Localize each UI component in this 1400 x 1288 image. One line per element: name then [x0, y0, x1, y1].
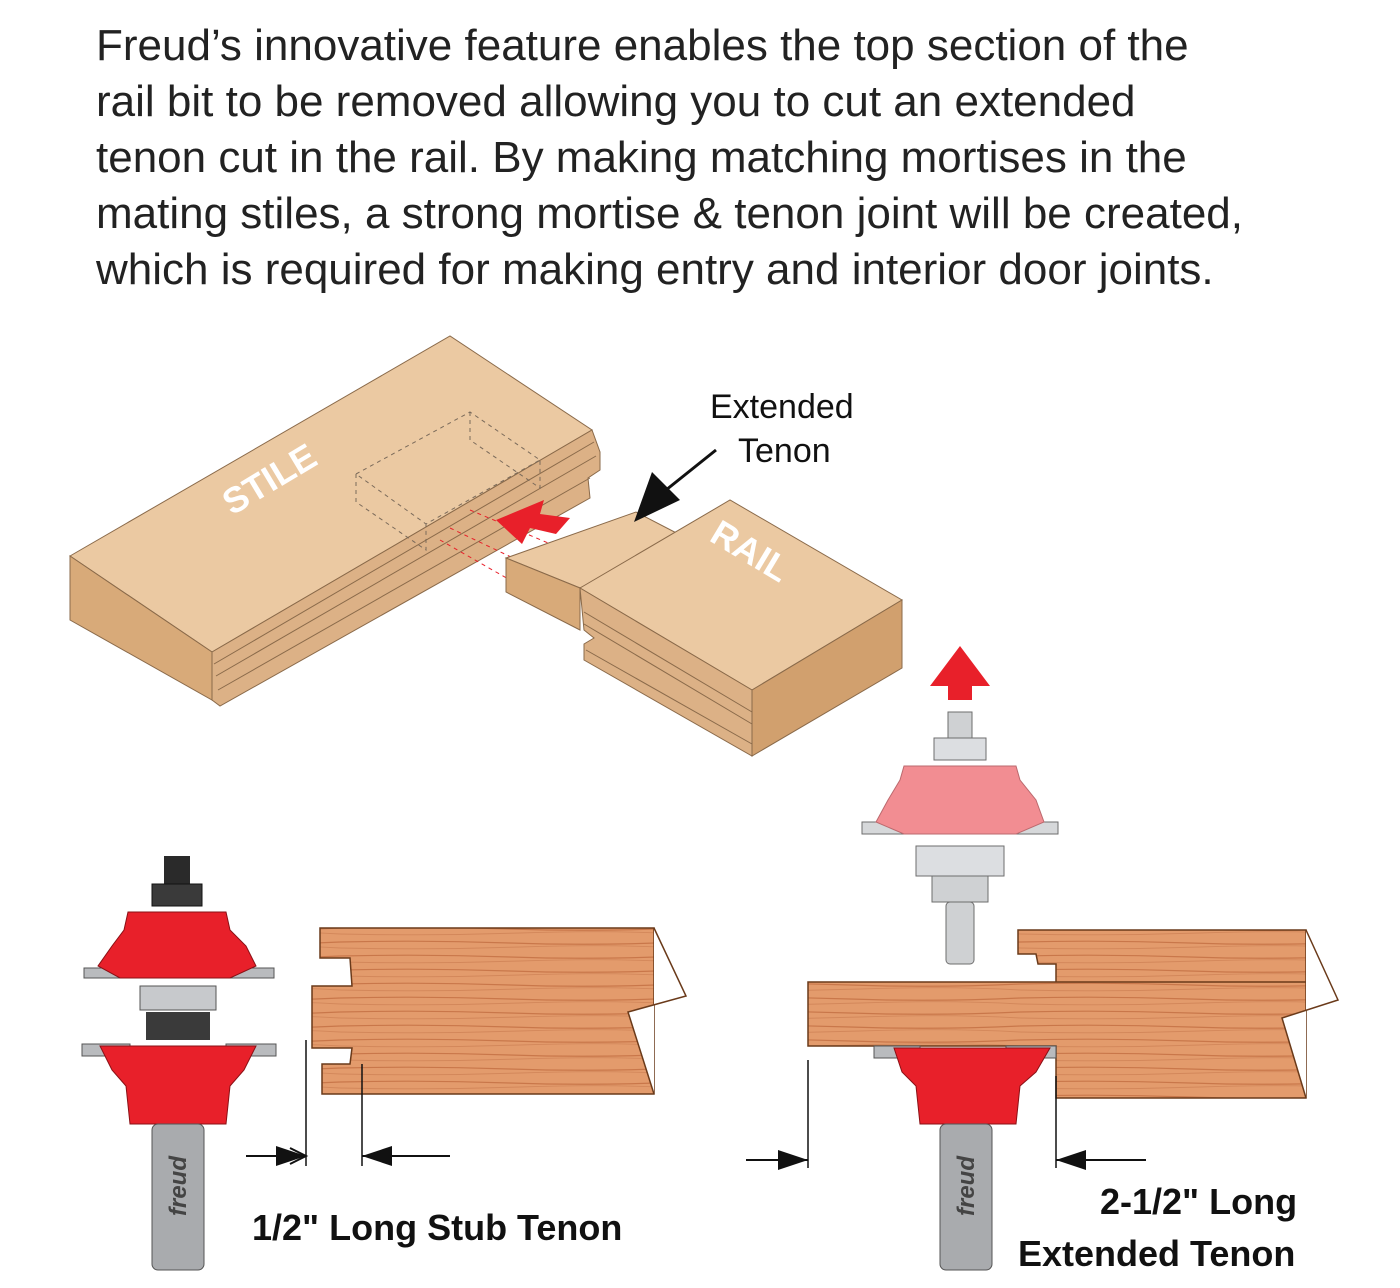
callout-leader: [665, 448, 717, 492]
intro-line: tenon cut in the rail. By making matchin…: [96, 133, 1187, 182]
brand-mark: freud: [165, 1155, 192, 1216]
upper-timber: [1017, 929, 1307, 985]
removed-top-section: [861, 711, 1059, 965]
stile-board: [69, 335, 601, 707]
intro-line: Freud’s innovative feature enables the t…: [96, 21, 1189, 70]
callout-arrowhead: [634, 472, 680, 522]
shank: [939, 1123, 993, 1271]
intro-line: which is required for making entry and i…: [96, 245, 1214, 294]
dim-arrow: [1056, 1150, 1086, 1170]
callout-line-1: Extended: [710, 388, 854, 426]
rail-board: [504, 499, 903, 757]
intro-line: rail bit to be removed allowing you to c…: [96, 77, 1136, 126]
lower-cutter: [893, 1047, 1051, 1125]
intro-line: mating stiles, a strong mortise & tenon …: [96, 189, 1243, 238]
extended-caption-line-2: Extended Tenon: [1018, 1233, 1295, 1274]
stile-edge-profile: [211, 429, 601, 707]
extended-caption-line-1: 2-1/2" Long: [1100, 1181, 1297, 1222]
intro-paragraph: Freud’s innovative feature enables the t…: [96, 18, 1356, 298]
dim-arrow: [778, 1150, 808, 1170]
callout-line-2: Tenon: [738, 432, 831, 470]
insert-arrow: [496, 500, 570, 544]
stub-tenon-timber: [311, 927, 655, 1095]
stub-tenon-router-bit: freud: [81, 856, 277, 1271]
upper-cutter: [97, 911, 257, 979]
extended-tenon-timber: [807, 981, 1307, 1099]
brand-mark: freud: [953, 1155, 980, 1216]
lower-cutter: [99, 1045, 257, 1125]
dim-arrow: [362, 1146, 392, 1166]
shank: [151, 1123, 205, 1271]
stub-tenon-caption: 1/2" Long Stub Tenon: [252, 1207, 622, 1248]
rail-profile-face: [579, 587, 753, 757]
extended-tenon-router-bit: freud: [873, 1045, 1057, 1271]
remove-arrow: [930, 646, 990, 700]
